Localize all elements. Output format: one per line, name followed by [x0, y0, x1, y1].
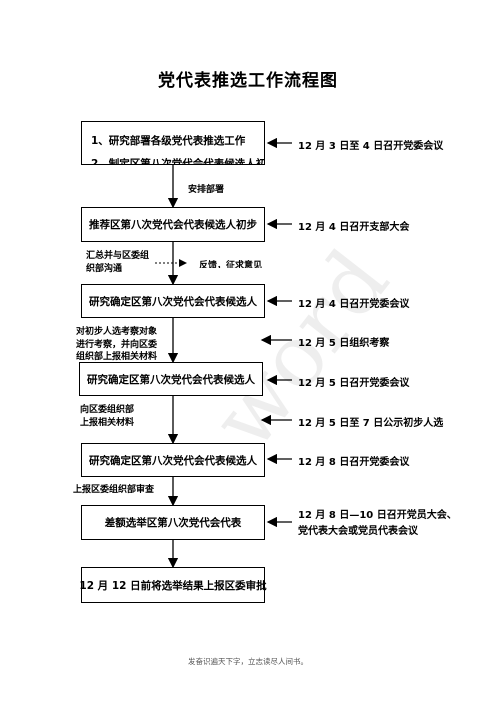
report-line-2: 织部沟通 [86, 263, 123, 274]
note-8: 12 月 8 日—10 日召开党员大会、 党代表大会或党员代表会议 [298, 508, 457, 540]
step-2-box: 推荐区第八次党代会代表候选人初步 [81, 207, 265, 242]
submit-line-1: 向区委组织部 [80, 405, 135, 415]
note-8-line-2: 党代表大会或党员代表会议 [298, 526, 418, 537]
note-1: 12 月 3 日至 4 日召开党委会议 [298, 141, 444, 152]
step-6-box: 差额选举区第八次党代会代表 [81, 505, 265, 540]
step-7-box: 12 月 12 日前将选举结果上报区委审批 [79, 567, 267, 603]
note-8-line-1: 12 月 8 日—10 日召开党员大会、 [298, 510, 457, 521]
note-7: 12 月 8 日召开党委会议 [298, 457, 410, 468]
step-6-label: 差额选举区第八次党代会代表 [104, 517, 242, 529]
page-title: 党代表推选工作流程图 [158, 71, 338, 91]
step-5-label: 研究确定区第八次党代会代表候选人 [89, 454, 257, 467]
note-4: 12 月 5 日组织考察 [298, 338, 390, 349]
note-6: 12 月 5 日至 7 日公示初步人选 [298, 418, 444, 429]
inspect-line-1: 对初步人选考察对象 [76, 327, 158, 337]
report-label: 汇总并与区委组 织部沟通 [86, 250, 149, 275]
feedback-label: 反馈，征求意见 [199, 261, 263, 268]
step-1-line-1: 1、研究部署各级党代表推选工作 [91, 135, 246, 147]
step-7-label: 12 月 12 日前将选举结果上报区委审批 [79, 579, 267, 592]
step-4-box: 研究确定区第八次党代会代表候选人 [79, 362, 263, 396]
arrange-label: 安排部署 [188, 185, 225, 195]
inspect-line-3: 组织部上报相关材料 [76, 352, 158, 362]
inspect-label: 对初步人选考察对象 进行考察，并向区委 组织部上报相关材料 [76, 326, 157, 364]
note-2: 12 月 4 日召开支部大会 [298, 222, 410, 233]
step-4-label: 研究确定区第八次党代会代表候选人 [87, 373, 255, 386]
submit-line-2: 上报相关材料 [80, 417, 135, 428]
note-3: 12 月 4 日召开党委会议 [298, 299, 410, 310]
step-3-box: 研究确定区第八次党代会代表候选人 [81, 284, 265, 318]
footer-text: 发奋识遍天下字，立志读尽人间书。 [188, 657, 308, 666]
step-1-box: 1、研究部署各级党代表推选工作 2、制定区第八次党代会代表候选人初 [81, 121, 265, 165]
step-2-label: 推荐区第八次党代会代表候选人初步 [89, 219, 257, 231]
review-label: 上报区委组织部审查 [73, 485, 155, 495]
step-1-line-2: 2、制定区第八次党代会代表候选人初 [91, 158, 265, 165]
submit-label: 向区委组织部 上报相关材料 [80, 404, 134, 429]
note-5: 12 月 5 日召开党委会议 [298, 378, 410, 389]
inspect-line-2: 进行考察，并向区委 [76, 339, 158, 350]
report-line-1: 汇总并与区委组 [86, 251, 150, 261]
step-5-box: 研究确定区第八次党代会代表候选人 [81, 443, 265, 477]
step-3-label: 研究确定区第八次党代会代表候选人 [89, 295, 257, 308]
